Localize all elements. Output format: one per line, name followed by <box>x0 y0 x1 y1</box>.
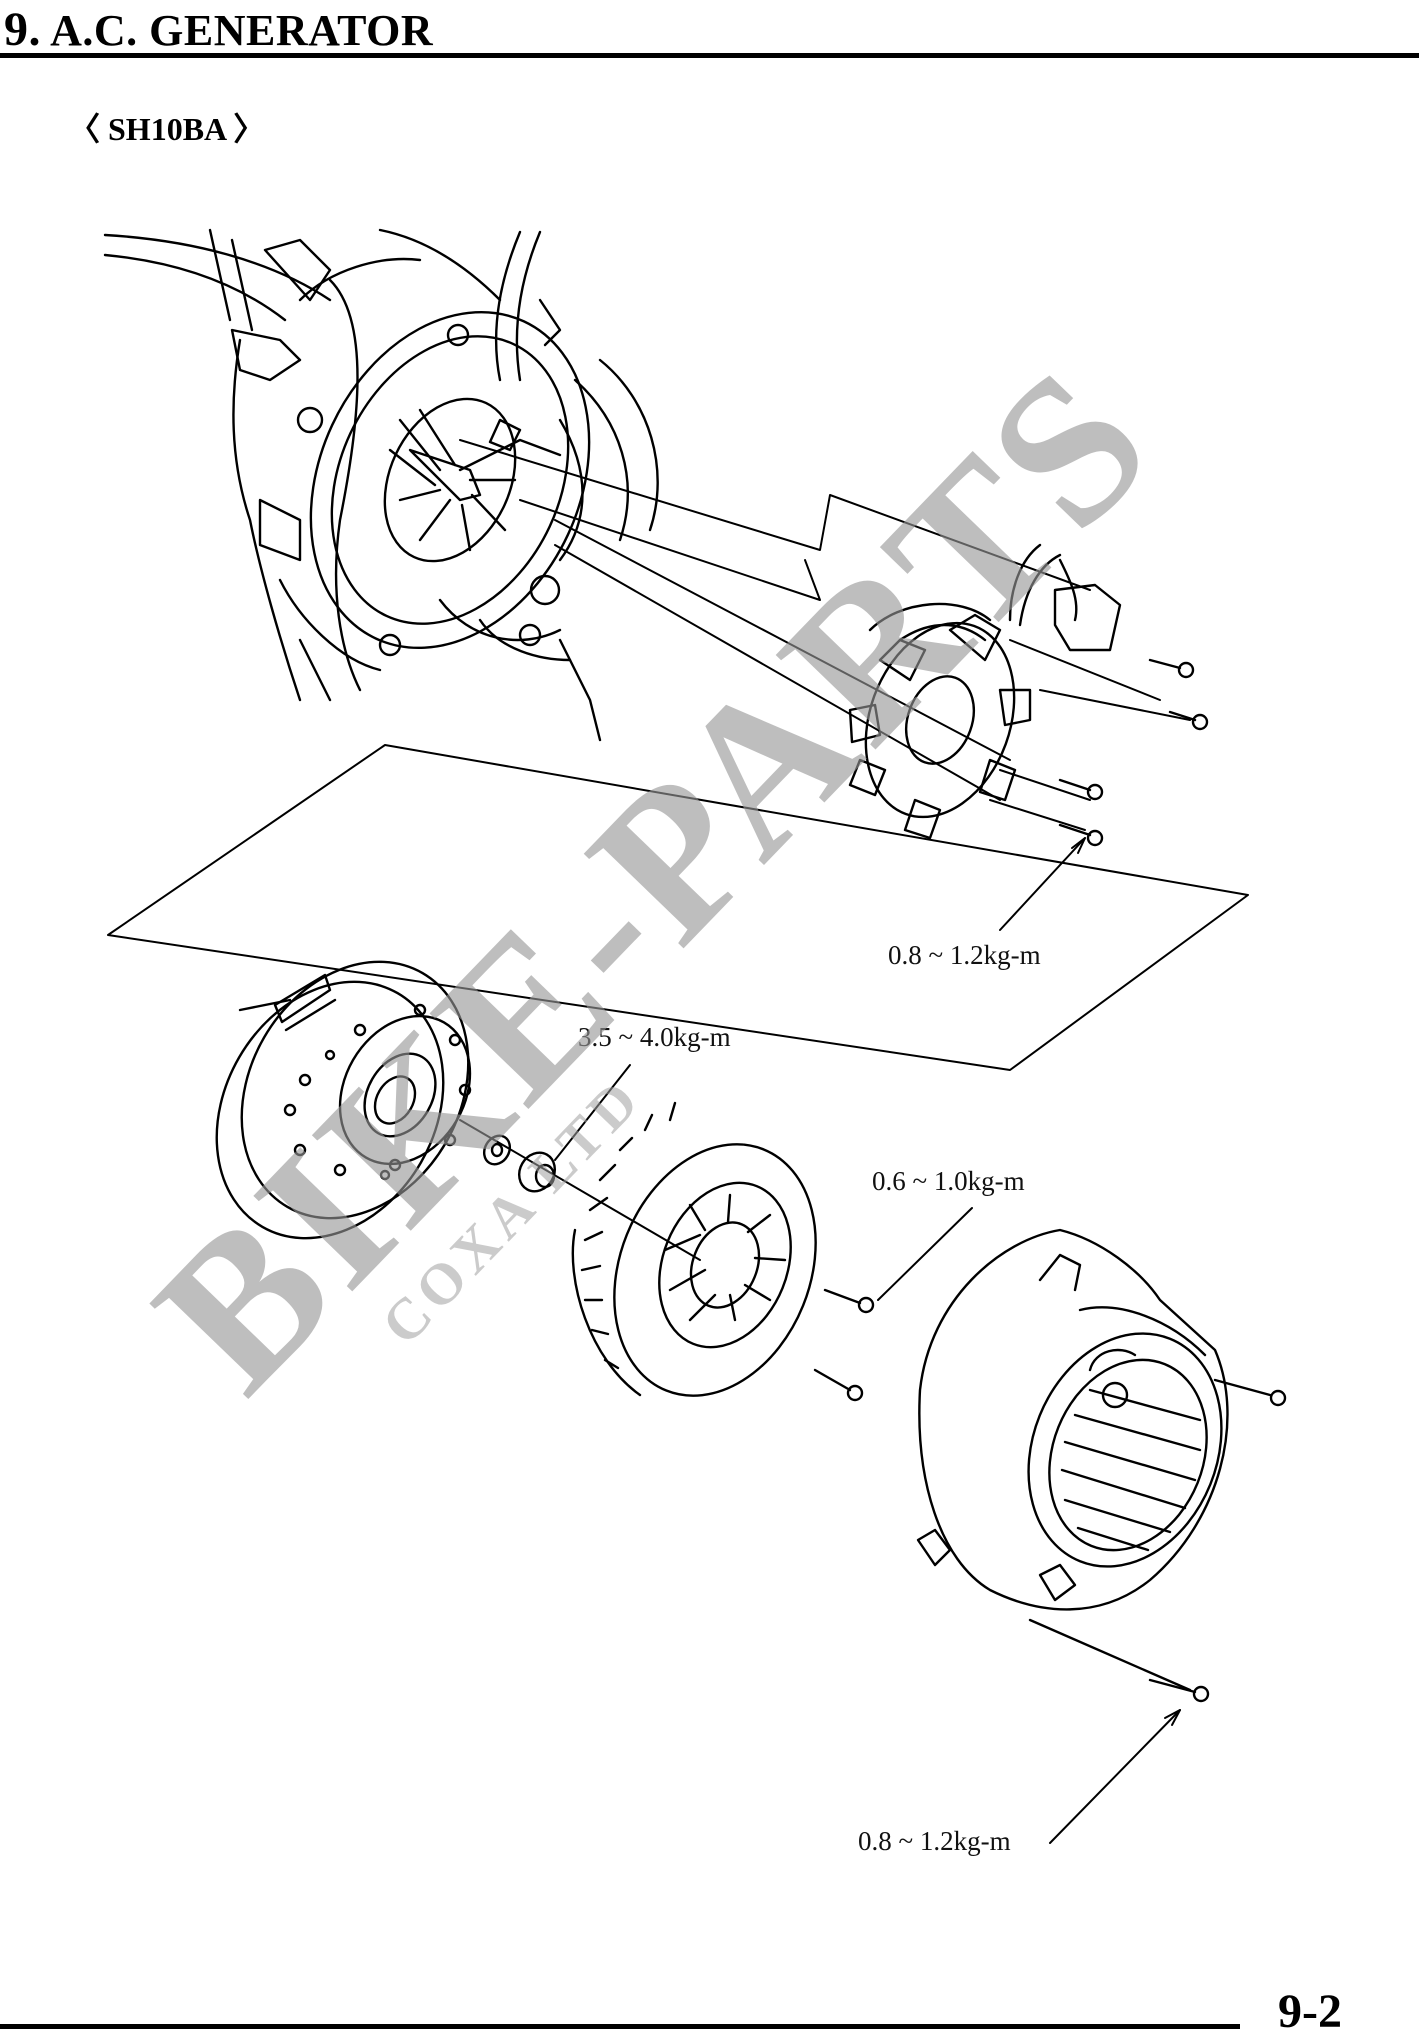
title-rule <box>0 53 1419 58</box>
flywheel-illustration <box>215 960 472 1240</box>
footer-rule <box>0 2024 1240 2029</box>
torque-leader-2 <box>554 1064 631 1161</box>
stator-illustration <box>848 543 1122 840</box>
crankcase-illustration <box>103 228 659 742</box>
stator-bolts <box>1058 658 1209 847</box>
page-number: 9-2 <box>1278 1985 1342 2038</box>
torque-leader-1 <box>999 837 1086 931</box>
fan-cover-illustration <box>916 1228 1287 1692</box>
assembly-guide-lines <box>459 439 1191 831</box>
page-title: 9. A.C. GENERATOR <box>4 2 433 57</box>
exploded-group-outline <box>107 744 1249 1071</box>
torque-spec-flywheel-nut: 3.5 ~ 4.0kg-m <box>578 1022 731 1052</box>
torque-spec-stator: 0.8 ~ 1.2kg-m <box>888 940 1041 970</box>
chapter-title: A.C. GENERATOR <box>50 6 434 55</box>
cooling-fan-illustration <box>571 1101 817 1397</box>
chapter-number: 9. <box>4 3 41 56</box>
flywheel-nut-washer <box>459 1119 701 1261</box>
model-label: 〈 SH10BA 〉 <box>68 111 266 147</box>
exploded-view-diagram <box>103 228 1287 1844</box>
torque-leader-3 <box>877 1207 973 1301</box>
torque-spec-cover: 0.8 ~ 1.2kg-m <box>858 1826 1011 1856</box>
fan-bolts <box>813 1288 875 1402</box>
torque-spec-fan: 0.6 ~ 1.0kg-m <box>872 1166 1025 1196</box>
cover-bolt <box>1148 1678 1210 1703</box>
page-header: 9. A.C. GENERATOR <box>0 0 1419 60</box>
torque-leader-4 <box>1049 1709 1181 1844</box>
